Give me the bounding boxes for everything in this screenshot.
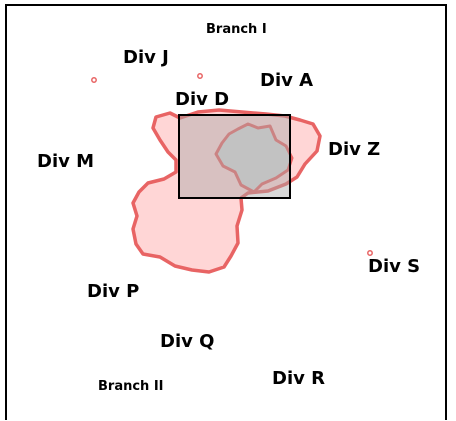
highlight-box[interactable] (178, 114, 291, 199)
label-div-p: Div P (87, 281, 140, 302)
label-div-a: Div A (260, 70, 314, 91)
label-div-j: Div J (123, 47, 169, 68)
island-marker-3[interactable] (367, 250, 373, 256)
label-div-d: Div D (175, 89, 230, 110)
label-branch-ii: Branch II (98, 379, 164, 394)
label-div-m: Div M (37, 151, 95, 172)
label-branch-i: Branch I (206, 22, 267, 37)
island-marker-1[interactable] (91, 77, 97, 83)
island-marker-2[interactable] (197, 73, 203, 79)
label-div-r: Div R (272, 368, 325, 389)
label-div-z: Div Z (328, 139, 381, 160)
label-div-s: Div S (368, 256, 421, 277)
label-div-q: Div Q (160, 331, 215, 352)
